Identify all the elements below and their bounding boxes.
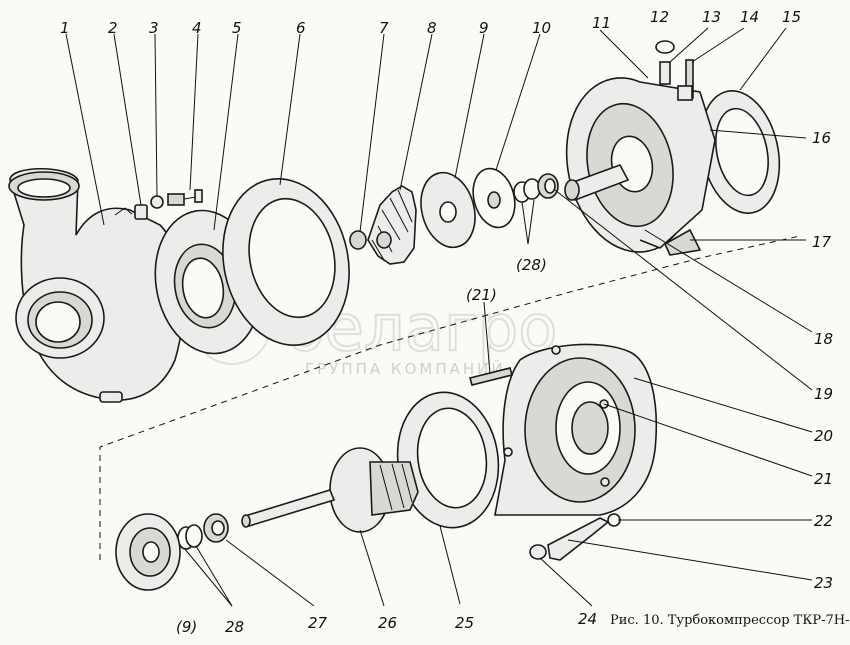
label-4: 4 bbox=[192, 19, 202, 37]
compressor-wheel bbox=[367, 185, 417, 265]
turbine-gasket bbox=[396, 391, 500, 529]
label-25: 25 bbox=[455, 614, 474, 632]
label-8: 8 bbox=[427, 19, 437, 37]
seal-insert-disc bbox=[420, 171, 476, 249]
watermark-subtitle: ГРУППА КОМПАНИЙ bbox=[305, 359, 506, 378]
part-labels: 1 2 3 4 5 6 7 8 9 10 11 12 13 14 15 16 1… bbox=[60, 8, 833, 636]
label-28-ref: (28) bbox=[516, 256, 547, 274]
label-26: 26 bbox=[378, 614, 397, 632]
label-6: 6 bbox=[296, 19, 306, 37]
figure-caption: Рис. 10. Турбокомпрессор ТКР-7Н-6 bbox=[610, 613, 850, 628]
label-20: 20 bbox=[814, 427, 833, 445]
shaft-sleeve-lower bbox=[203, 513, 229, 543]
compressor-housing bbox=[8, 167, 185, 403]
gasket-ring bbox=[222, 178, 350, 346]
rotor-shaft bbox=[241, 489, 336, 528]
label-27: 27 bbox=[308, 614, 328, 632]
leader-lines bbox=[65, 27, 813, 607]
stud-upper bbox=[469, 367, 513, 386]
label-28: 28 bbox=[225, 618, 244, 636]
seal-insert-lower bbox=[115, 513, 181, 591]
label-18: 18 bbox=[814, 330, 833, 348]
seal-rings-lower bbox=[177, 524, 203, 550]
locking-plate-set bbox=[529, 513, 621, 561]
assembly-dashed-line bbox=[99, 235, 801, 560]
impeller-nut bbox=[349, 230, 367, 250]
label-5: 5 bbox=[232, 19, 242, 37]
label-9-ref: (9) bbox=[176, 618, 197, 636]
label-2: 2 bbox=[108, 19, 118, 37]
label-17: 17 bbox=[812, 233, 832, 251]
label-7: 7 bbox=[379, 19, 389, 37]
label-21-ref: (21) bbox=[466, 286, 497, 304]
seal-rings-upper bbox=[513, 178, 541, 203]
label-3: 3 bbox=[149, 19, 159, 37]
label-22: 22 bbox=[814, 512, 833, 530]
label-23: 23 bbox=[814, 574, 833, 592]
bearing-housing bbox=[564, 40, 781, 256]
label-9: 9 bbox=[479, 19, 489, 37]
turbine-housing bbox=[494, 343, 658, 516]
label-21: 21 bbox=[814, 470, 833, 488]
oil-deflector-plate bbox=[472, 167, 516, 229]
label-19: 19 bbox=[814, 385, 833, 403]
label-16: 16 bbox=[812, 129, 831, 147]
label-12: 12 bbox=[650, 8, 669, 26]
label-14: 14 bbox=[740, 8, 759, 26]
label-13: 13 bbox=[702, 8, 721, 26]
bolt-washer-set bbox=[134, 189, 203, 220]
label-11: 11 bbox=[592, 14, 611, 32]
label-10: 10 bbox=[532, 19, 551, 37]
turbine-wheel bbox=[329, 447, 419, 533]
label-15: 15 bbox=[782, 8, 801, 26]
sleeve-bushing bbox=[537, 173, 559, 199]
label-1: 1 bbox=[60, 19, 70, 37]
label-24: 24 bbox=[578, 610, 597, 628]
